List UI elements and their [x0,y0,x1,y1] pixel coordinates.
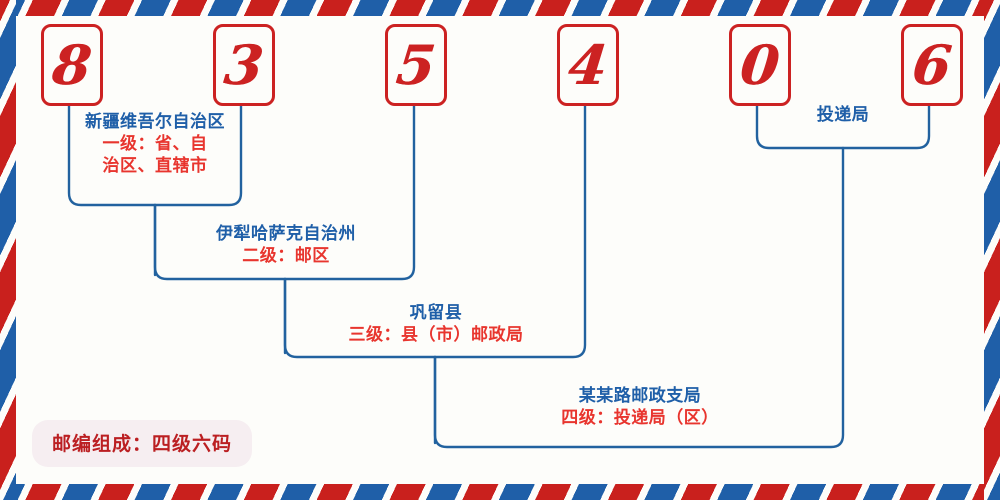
level-4-name: 某某路邮政支局 [578,386,702,406]
postcode-digit-2: 3 [213,24,275,106]
bracket-delivery-office [755,98,931,150]
digit-glyph: 6 [909,33,955,97]
level-2-name: 伊犁哈萨克自治州 [216,224,356,244]
delivery-office-name: 投递局 [816,105,870,125]
airmail-border-top [0,0,1000,16]
label-level-4: 某某路邮政支局 四级：投递局（区） [520,386,760,429]
postcode-composition-badge: 邮编组成：四级六码 [32,420,253,467]
postcode-composition-text: 邮编组成：四级六码 [52,433,233,455]
label-level-3: 巩留县 三级：县（市）邮政局 [316,303,556,346]
level-3-tier: 三级：县（市）邮政局 [348,325,524,346]
digit-glyph: 0 [737,33,783,97]
postcode-digit-3: 5 [385,24,447,106]
level-4-tier: 四级：投递局（区） [561,408,719,429]
level-1-name: 新疆维吾尔自治区 [85,112,225,132]
label-delivery-office: 投递局 [783,105,903,126]
level-1-tier-line2: 治区、直辖市 [102,156,208,177]
postcode-digit-4: 4 [557,24,619,106]
digit-glyph: 4 [565,33,611,97]
level-1-tier-line1: 一级：省、自 [102,134,208,155]
postcode-digit-5: 0 [729,24,791,106]
level-2-tier: 二级：邮区 [242,246,330,267]
airmail-border-right [984,0,1000,500]
digit-glyph: 5 [393,33,439,97]
bracket-level-4 [433,146,845,449]
digit-glyph: 8 [49,33,95,97]
label-level-1: 新疆维吾尔自治区 一级：省、自 治区、直辖市 [75,112,235,177]
postcode-digit-6: 6 [901,24,963,106]
airmail-border-left [0,0,16,500]
label-level-2: 伊犁哈萨克自治州 二级：邮区 [186,224,386,267]
airmail-border-bottom [0,484,1000,500]
level-3-name: 巩留县 [409,303,463,323]
digit-glyph: 3 [221,33,267,97]
postcode-digit-1: 8 [41,24,103,106]
